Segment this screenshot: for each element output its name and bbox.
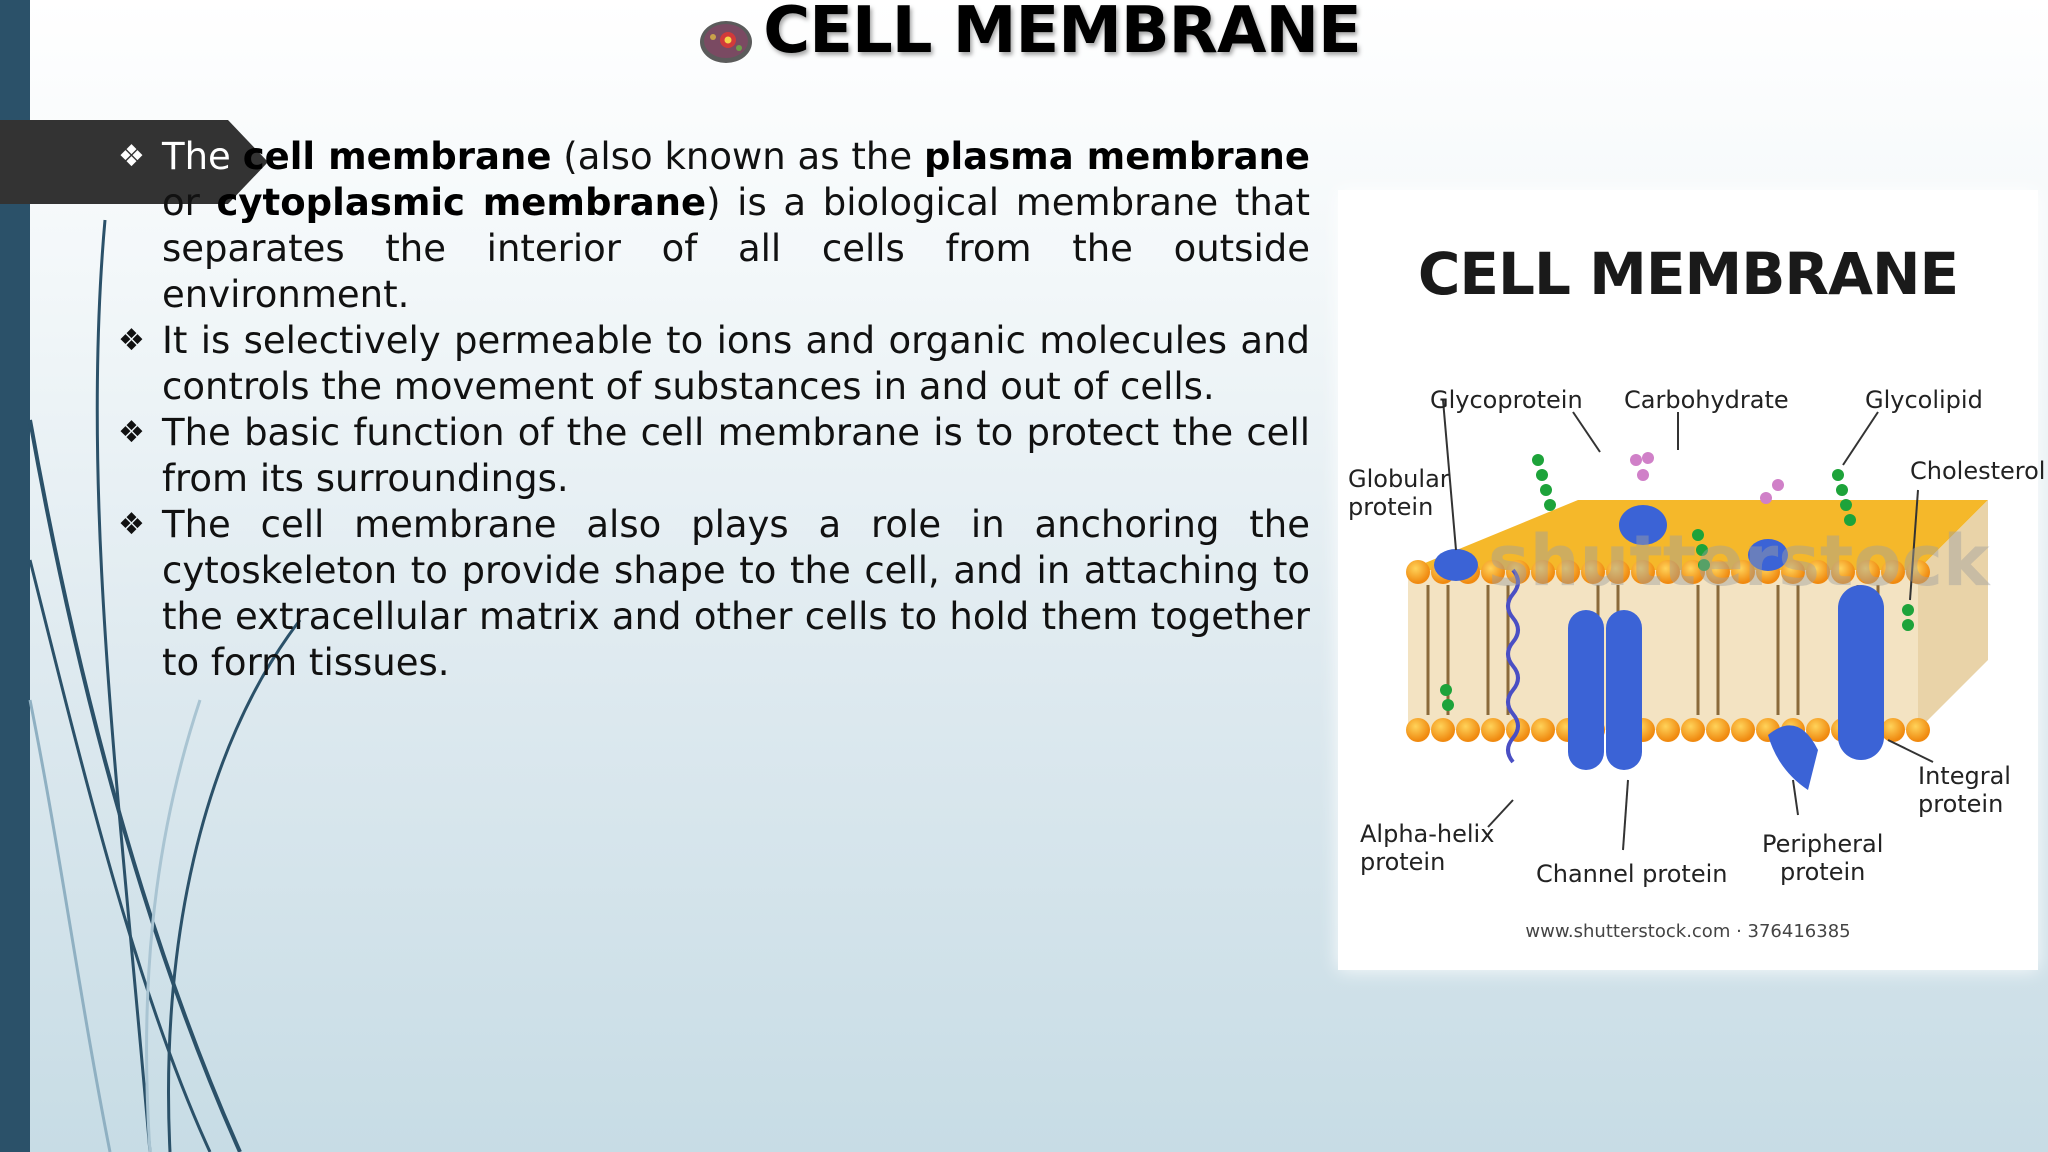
label-line: Globular bbox=[1348, 465, 1450, 493]
label-globular-protein: Globular protein bbox=[1348, 465, 1450, 521]
label-alpha-helix-protein: Alpha-helix protein bbox=[1360, 820, 1494, 876]
label-carbohydrate: Carbohydrate bbox=[1624, 386, 1789, 414]
bullet-text-bold: cytoplasmic membrane bbox=[216, 181, 707, 224]
cell-membrane-diagram: CELL MEMBRANE Glycoprotein Carbohydrate … bbox=[1338, 190, 2045, 970]
bullet-item: ❖ The basic function of the cell membran… bbox=[118, 410, 1310, 502]
bullet-text-part: or bbox=[162, 181, 217, 224]
image-credit: www.shutterstock.com · 376416385 bbox=[1525, 921, 1851, 942]
diagram-title: CELL MEMBRANE bbox=[1417, 240, 1959, 308]
label-line: Peripheral bbox=[1762, 830, 1884, 858]
watermark: shutterstock bbox=[1488, 520, 1990, 602]
label-line: protein bbox=[1348, 493, 1434, 521]
bullet-item: ❖ The cell membrane also plays a role in… bbox=[118, 502, 1310, 686]
bullet-text-part: The bbox=[162, 135, 243, 178]
label-glycolipid: Glycolipid bbox=[1865, 386, 1983, 414]
label-line: protein bbox=[1780, 858, 1866, 886]
decorative-curves bbox=[28, 219, 302, 1152]
label-peripheral-protein: Peripheral protein bbox=[1762, 830, 1883, 886]
label-line: Alpha-helix bbox=[1360, 820, 1495, 848]
bullet-text-part: (also known as the bbox=[551, 135, 924, 178]
bullet-text-part: The basic function of the cell membrane … bbox=[162, 411, 1310, 500]
first-bullet-tab bbox=[0, 120, 268, 204]
label-line: protein bbox=[1360, 848, 1446, 876]
bullet-text-part: ) is a biological membrane that separate… bbox=[162, 181, 1310, 316]
bullet-text-part: It is selectively permeable to ions and … bbox=[162, 319, 1310, 408]
bullet-list: ❖ The cell membrane (also known as the p… bbox=[118, 134, 1310, 686]
slide-title: CELL MEMBRANE bbox=[0, 0, 2048, 69]
bullet-diamond-icon: ❖ bbox=[118, 415, 145, 450]
bullet-diamond-icon: ❖ bbox=[118, 507, 145, 542]
label-line: Integral bbox=[1918, 762, 2011, 790]
bullet-diamond-icon: ❖ bbox=[118, 139, 145, 174]
label-line: protein bbox=[1918, 790, 2004, 818]
bullet-diamond-icon: ❖ bbox=[118, 323, 145, 358]
slide-title-text: CELL MEMBRANE bbox=[763, 0, 1361, 68]
label-channel-protein: Channel protein bbox=[1536, 860, 1728, 888]
label-glycoprotein: Glycoprotein bbox=[1430, 386, 1583, 414]
bullet-text-part: The cell membrane also plays a role in a… bbox=[162, 503, 1310, 684]
cell-icon bbox=[700, 21, 753, 63]
label-cholesterol: Cholesterol bbox=[1910, 457, 2046, 485]
membrane-illustration bbox=[1406, 399, 1988, 851]
bullet-item: ❖ The cell membrane (also known as the p… bbox=[118, 134, 1310, 318]
label-integral-protein: Integral protein bbox=[1918, 762, 2011, 818]
bullet-text-bold: cell membrane bbox=[242, 135, 552, 178]
bullet-text-bold: plasma membrane bbox=[923, 135, 1310, 178]
bullet-item: ❖ It is selectively permeable to ions an… bbox=[118, 318, 1310, 410]
